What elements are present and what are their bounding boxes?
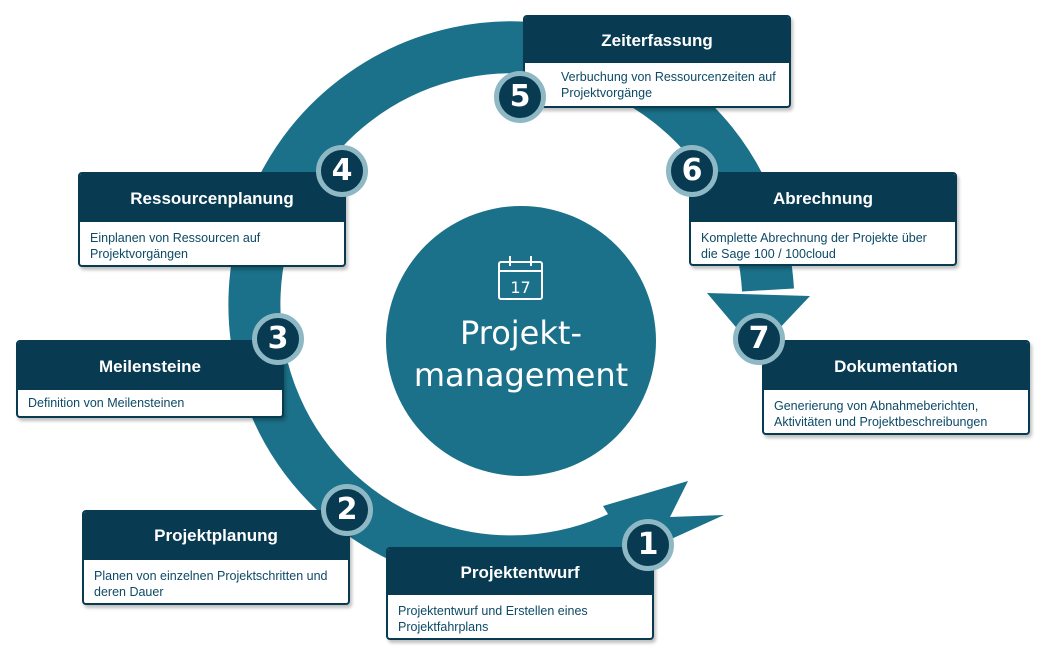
step-description: Komplette Abrechnung der Projekte über d… [701, 231, 927, 261]
step-description: Planen von einzelnen Projektschritten un… [94, 569, 328, 599]
step-number-badge-4: 4 [316, 145, 368, 197]
step-card-projektplanung: Projektplanung Planen von einzelnen Proj… [82, 510, 350, 605]
step-title: Projektplanung [84, 512, 348, 560]
center-title-line-1: Projekt- [460, 314, 582, 352]
step-number-badge-2: 2 [321, 484, 373, 536]
step-card-ressourcenplanung: Ressourcenplanung Einplanen von Ressourc… [78, 172, 346, 267]
step-title: Meilensteine [18, 342, 282, 390]
step-number-badge-5: 5 [494, 71, 546, 123]
step-title: Projektentwurf [388, 549, 652, 595]
step-description: Verbuchung von Ressourcenzeiten auf Proj… [561, 70, 776, 100]
center-title-line-2: management [413, 356, 629, 394]
step-number-badge-6: 6 [666, 145, 718, 197]
step-card-abrechnung: Abrechnung Komplette Abrechnung der Proj… [689, 172, 957, 266]
calendar-icon [498, 256, 543, 300]
calendar-date: 17 [510, 278, 530, 297]
step-description: Projektentwurf und Erstellen eines Proje… [398, 604, 588, 634]
step-card-meilensteine: Meilensteine Definition von Meilensteine… [16, 340, 284, 418]
step-description: Definition von Meilensteinen [28, 396, 185, 410]
center-title: Projekt- management [386, 312, 656, 396]
step-description: Einplanen von Ressourcen auf Projektvorg… [90, 231, 261, 261]
step-number-badge-7: 7 [733, 313, 785, 365]
step-card-zeiterfassung: Zeiterfassung Verbuchung von Ressourcenz… [523, 15, 791, 108]
center-circle [386, 206, 656, 476]
step-number-badge-3: 3 [252, 313, 304, 365]
step-card-projektentwurf: Projektentwurf Projektentwurf und Erstel… [386, 547, 654, 640]
step-description: Generierung von Abnahmeberichten, Aktivi… [774, 399, 988, 429]
step-title: Abrechnung [691, 174, 955, 222]
step-title: Ressourcenplanung [80, 174, 344, 222]
step-card-dokumentation: Dokumentation Generierung von Abnahmeber… [762, 340, 1030, 435]
step-number-badge-1: 1 [622, 519, 674, 571]
step-title: Zeiterfassung [525, 17, 789, 63]
step-title: Dokumentation [764, 342, 1028, 390]
